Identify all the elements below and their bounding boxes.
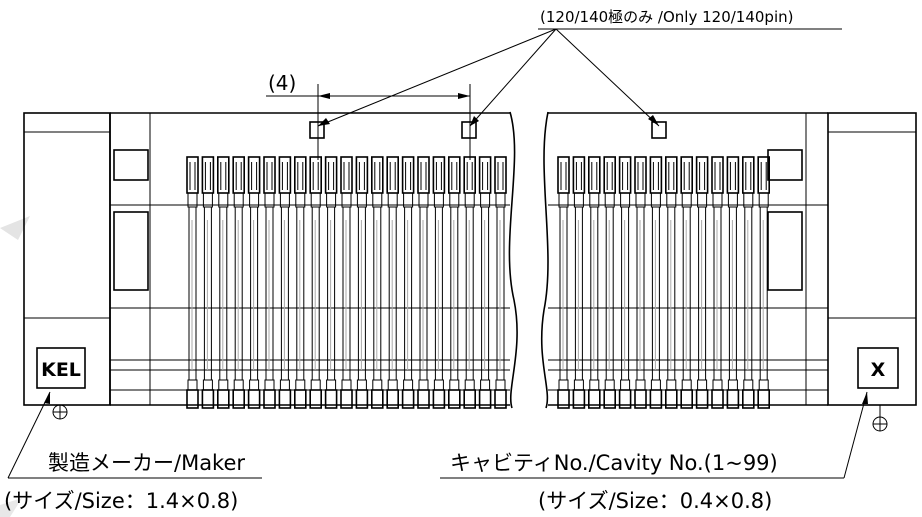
contact-pin: [447, 156, 461, 409]
cavity-mark-box: [857, 347, 899, 389]
contact-pin: [401, 156, 415, 409]
contact-pin: [572, 156, 586, 409]
right-window-upper: [767, 149, 803, 181]
cavity-mark-text: X: [871, 359, 886, 381]
contact-pin: [695, 156, 709, 409]
contact-pin: [432, 156, 446, 409]
contact-pin: [217, 156, 230, 409]
pin-note-leader: [317, 28, 842, 127]
cavity-leader: [440, 391, 868, 479]
contact-pin: [634, 156, 647, 409]
contact-pin: [355, 156, 369, 409]
contact-pin: [587, 156, 601, 409]
contact-pin: [309, 156, 323, 409]
pin-note-text: (120/140極のみ /Only 120/140pin): [540, 8, 793, 26]
contact-pin: [263, 156, 276, 409]
contact-pins-left: [186, 156, 507, 409]
watermark: [0, 216, 30, 517]
contact-pin: [494, 156, 507, 409]
break-lines: [508, 111, 549, 409]
right-end-housing: [548, 112, 917, 406]
right-window-lower: [767, 211, 803, 291]
left-end-housing: [23, 112, 510, 406]
contact-pin: [711, 156, 724, 409]
pitch-dimension: [266, 84, 471, 160]
contact-pin: [680, 156, 694, 409]
contact-pin: [417, 156, 430, 409]
maker-label: 製造メーカー/Maker: [48, 451, 245, 475]
contact-pin: [603, 156, 617, 409]
contact-pin: [664, 156, 678, 409]
contact-pin: [340, 156, 353, 409]
maker-mark-box: [36, 347, 86, 389]
contact-pin: [741, 156, 755, 409]
left-window-lower: [113, 211, 149, 291]
contact-pin: [478, 156, 492, 409]
contact-pin: [324, 156, 338, 409]
pitch-dim-text: (4): [268, 71, 296, 95]
maker-leader: [7, 391, 262, 479]
contact-pin: [186, 156, 199, 409]
contact-pins-right: [557, 156, 771, 409]
left-boss: [52, 404, 68, 420]
cavity-size: (サイズ/Size：0.4×0.8): [538, 489, 772, 513]
contact-pin: [726, 156, 740, 409]
contact-pin: [757, 156, 771, 409]
contact-pin: [370, 156, 384, 409]
contact-pin: [232, 156, 245, 409]
contact-pin: [618, 156, 632, 409]
contact-pin: [278, 156, 292, 409]
maker-size: (サイズ/Size：1.4×0.8): [4, 489, 238, 513]
contact-pin: [293, 156, 307, 409]
contact-pin: [557, 156, 570, 409]
contact-pin: [201, 156, 215, 409]
contact-pin: [247, 156, 261, 409]
left-window-upper: [113, 149, 149, 181]
key-square-3: [651, 121, 667, 139]
key-square-2: [461, 121, 477, 139]
cavity-label: キャビティNo./Cavity No.(1~99): [450, 451, 778, 475]
maker-mark-text: KEL: [41, 359, 81, 381]
contact-pin: [649, 156, 663, 409]
key-square-1: [309, 121, 325, 139]
right-boss: [872, 405, 888, 432]
contact-pin: [386, 156, 400, 409]
